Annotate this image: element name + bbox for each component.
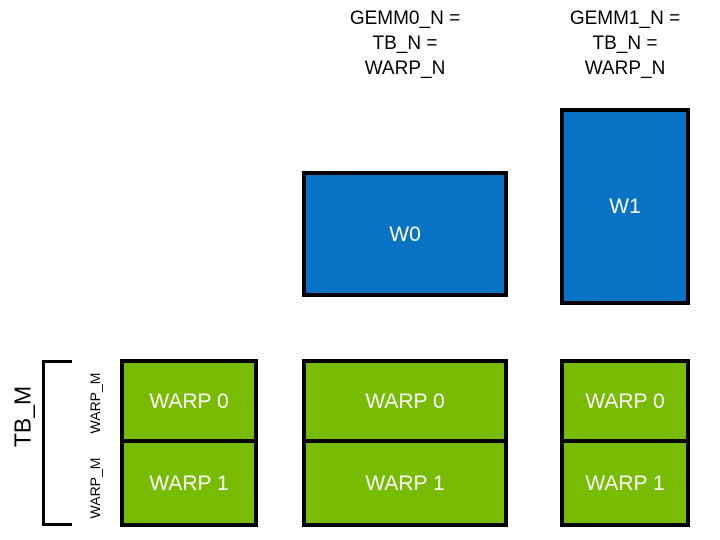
column-header-gemm1: GEMM1_N = TB_N = WARP_N [535,6,715,81]
header-gemm1-line-1: GEMM1_N = [569,8,681,29]
green-column-2: WARP 0 WARP 1 [560,359,690,527]
header-gemm0-line-1: GEMM0_N = [349,8,461,29]
green-cell-warp0-label: WARP 0 [365,389,445,413]
green-cell-warp1: WARP 1 [124,443,254,523]
axis-label-warp-m-top: WARP_M [87,372,103,434]
green-cell-warp0-label: WARP 0 [585,389,665,413]
green-column-1: WARP 0 WARP 1 [302,359,508,527]
tb-m-bracket [42,360,72,526]
header-gemm0-line-2: TB_N = [372,33,438,54]
green-cell-warp0-label: WARP 0 [149,389,229,413]
header-gemm1-line-3: WARP_N [584,58,666,79]
green-cell-warp1-label: WARP 1 [149,471,229,495]
blue-block-w1: W1 [560,108,690,305]
blue-block-w0-label: W0 [389,222,421,246]
blue-block-w0: W0 [302,171,508,297]
green-column-0: WARP 0 WARP 1 [120,359,258,527]
green-cell-warp0: WARP 0 [306,363,504,443]
header-gemm1-line-2: TB_N = [592,33,658,54]
green-cell-warp0: WARP 0 [564,363,686,443]
green-cell-warp1: WARP 1 [564,443,686,523]
axis-label-tb-m: TB_M [9,385,36,448]
green-cell-warp0: WARP 0 [124,363,254,443]
green-cell-warp1-label: WARP 1 [365,471,445,495]
axis-label-warp-m-bottom: WARP_M [87,457,103,519]
green-cell-warp1: WARP 1 [306,443,504,523]
header-gemm0-line-3: WARP_N [364,58,446,79]
green-cell-warp1-label: WARP 1 [585,471,665,495]
column-header-gemm0: GEMM0_N = TB_N = WARP_N [305,6,505,81]
blue-block-w1-label: W1 [609,195,641,218]
